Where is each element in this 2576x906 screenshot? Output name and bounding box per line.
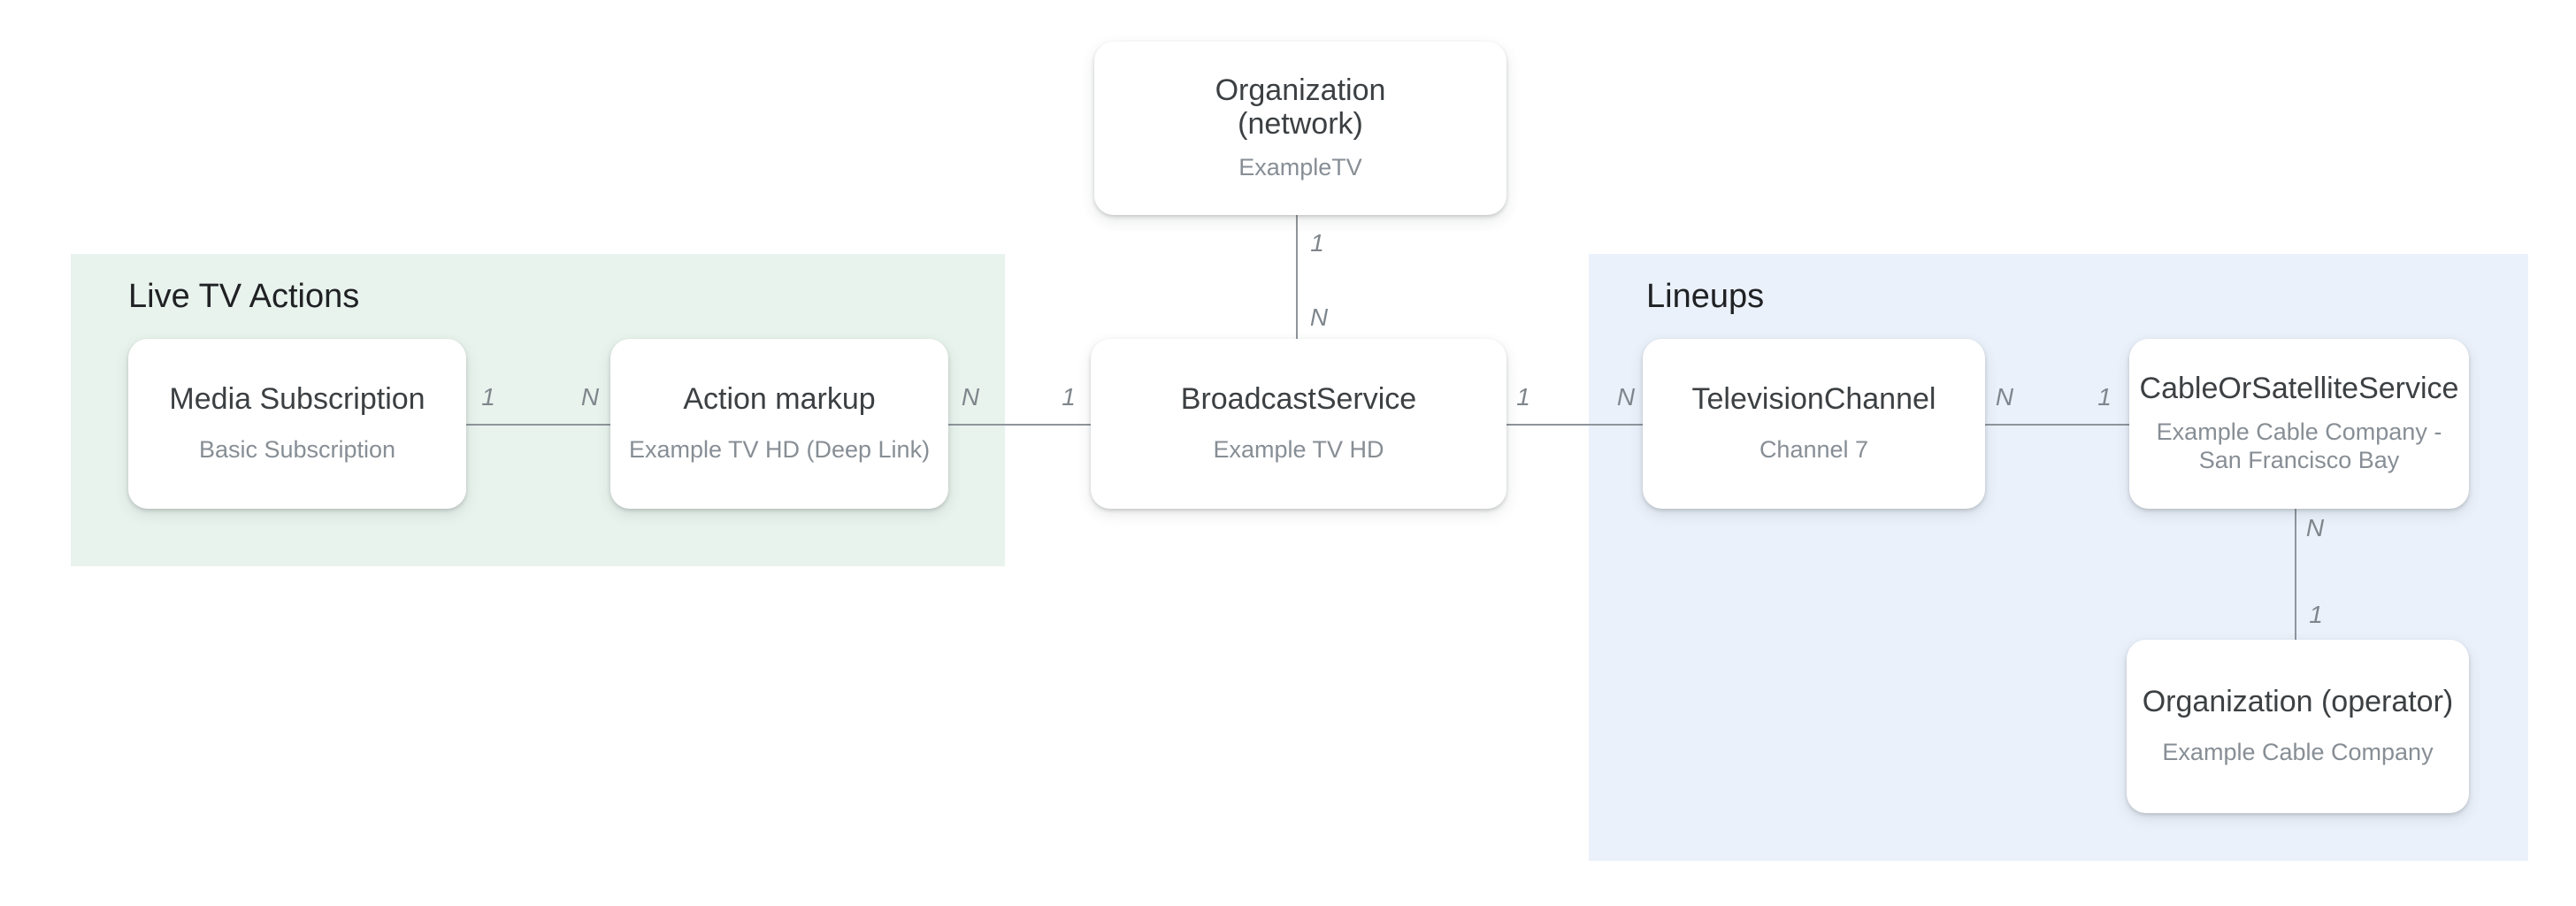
node-title: TelevisionChannel (1691, 382, 1936, 417)
node-title: Media Subscription (169, 382, 426, 417)
node-title: Action markup (683, 382, 876, 417)
connector-broadcast-service-to-television-channel (1499, 424, 1644, 426)
node-organization-operator: Organization (operator) Example Cable Co… (2127, 640, 2469, 813)
connector-media-subscription-to-action-markup (466, 424, 610, 426)
node-television-channel: TelevisionChannel Channel 7 (1643, 339, 1985, 509)
multiplicity-label: 1 (1516, 383, 1530, 411)
node-title: Organization (operator) (2142, 685, 2454, 719)
connector-television-channel-to-cable-or-satellite-service (1985, 424, 2129, 426)
node-subtitle: Channel 7 (1759, 435, 1869, 463)
node-title: BroadcastService (1180, 382, 1417, 417)
multiplicity-label: 1 (481, 383, 495, 411)
multiplicity-label: N (1995, 383, 2014, 411)
lineups-region-label: Lineups (1646, 278, 1765, 315)
connector-action-markup-to-broadcast-service (948, 424, 1091, 426)
node-subtitle: Example Cable Company - San Francisco Ba… (2156, 418, 2442, 473)
node-broadcast-service: BroadcastService Example TV HD (1091, 339, 1506, 509)
node-cable-or-satellite-service: CableOrSatelliteService Example Cable Co… (2129, 339, 2469, 509)
multiplicity-label: N (961, 383, 980, 411)
node-media-subscription: Media Subscription Basic Subscription (128, 339, 466, 509)
node-subtitle: Example TV HD (Deep Link) (628, 435, 931, 463)
multiplicity-label: 1 (2309, 601, 2323, 628)
node-subtitle: Basic Subscription (198, 435, 396, 463)
multiplicity-label: 1 (1062, 383, 1076, 411)
connector-cable-or-satellite-service-to-organization-operator (2295, 509, 2296, 640)
multiplicity-label: N (1309, 303, 1329, 331)
multiplicity-label: 1 (2097, 383, 2112, 411)
node-action-markup: Action markup Example TV HD (Deep Link) (610, 339, 948, 509)
node-organization-network: Organization (network) ExampleTV (1094, 42, 1506, 215)
node-title: Organization (network) (1215, 73, 1386, 141)
live-tv-actions-region-label: Live TV Actions (128, 278, 360, 315)
node-subtitle: ExampleTV (1238, 153, 1362, 180)
connector-organization-network-to-broadcast-service (1296, 215, 1298, 339)
node-title: CableOrSatelliteService (2139, 372, 2459, 406)
multiplicity-label: N (2305, 514, 2325, 541)
multiplicity-label: N (1616, 383, 1636, 411)
node-subtitle: Example TV HD (1213, 435, 1384, 463)
multiplicity-label: N (580, 383, 600, 411)
multiplicity-label: 1 (1310, 229, 1324, 257)
node-subtitle: Example Cable Company (2162, 738, 2434, 765)
